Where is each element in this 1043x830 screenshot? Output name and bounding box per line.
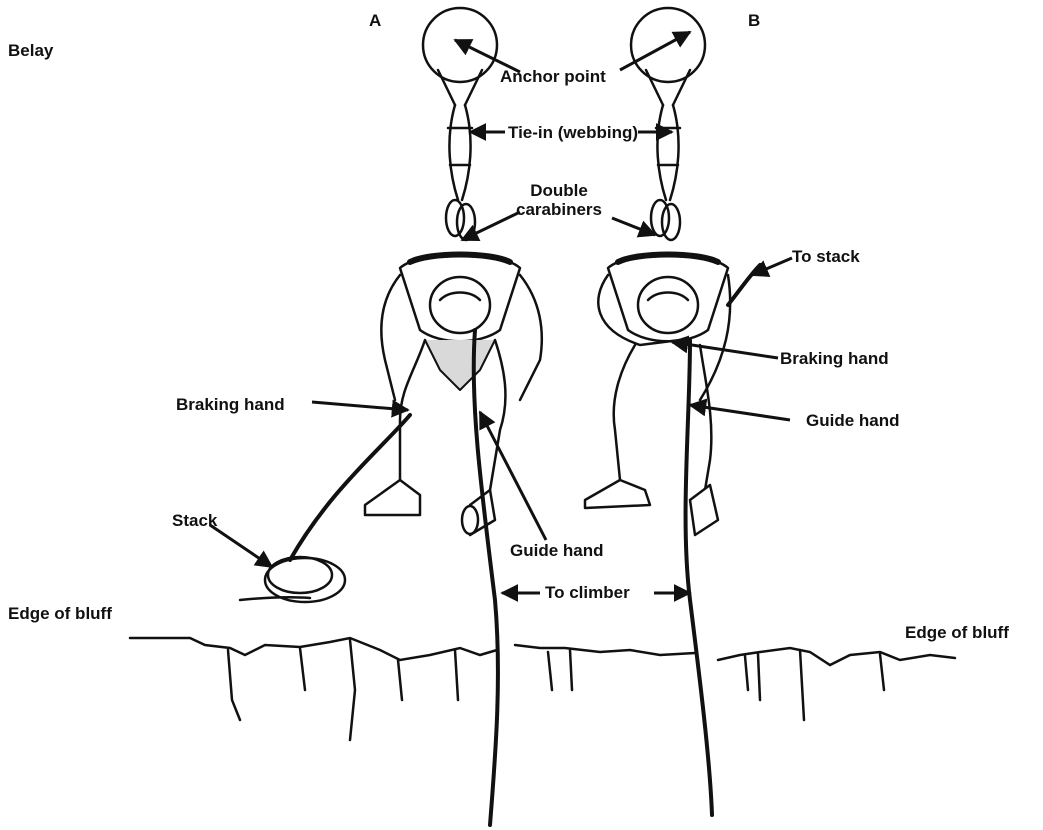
to-climber-label: To climber [545,584,630,603]
edge-of-bluff-left-label: Edge of bluff [8,605,112,624]
double-carabiners-label: Double carabiners [516,182,602,219]
panel-b-label: B [748,12,760,31]
anchor-point-label: Anchor point [500,68,606,87]
tie-in-label: Tie-in (webbing) [508,124,638,143]
bluff-edge [130,638,955,740]
guide-hand-b-label: Guide hand [806,412,900,431]
stack-label: Stack [172,512,217,531]
edge-of-bluff-right-label: Edge of bluff [905,624,1009,643]
to-stack-label: To stack [792,248,860,267]
guide-hand-a-label: Guide hand [510,542,604,561]
braking-hand-b-label: Braking hand [780,350,889,369]
panel-a-label: A [369,12,381,31]
figure-title: Belay [8,42,53,61]
braking-hand-a-label: Braking hand [176,396,285,415]
